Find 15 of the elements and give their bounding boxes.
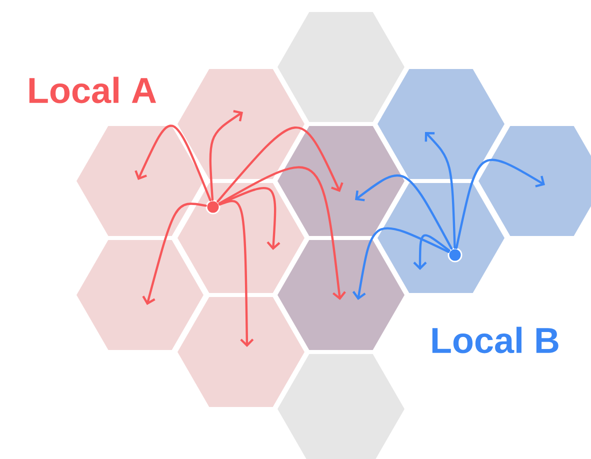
arrow <box>142 202 207 305</box>
arrow <box>209 110 243 201</box>
region-label: Local B <box>432 326 558 354</box>
arrow <box>134 124 212 202</box>
arrow <box>216 126 344 203</box>
origin-dot <box>448 248 462 262</box>
arrow <box>413 234 450 270</box>
arrow <box>424 132 456 249</box>
arrow <box>218 200 254 347</box>
origin-dot <box>206 200 220 214</box>
arrow <box>355 174 453 250</box>
arrow <box>455 159 545 249</box>
region-label: Local A <box>29 76 156 104</box>
arrow <box>352 227 450 300</box>
arrow <box>218 166 346 300</box>
